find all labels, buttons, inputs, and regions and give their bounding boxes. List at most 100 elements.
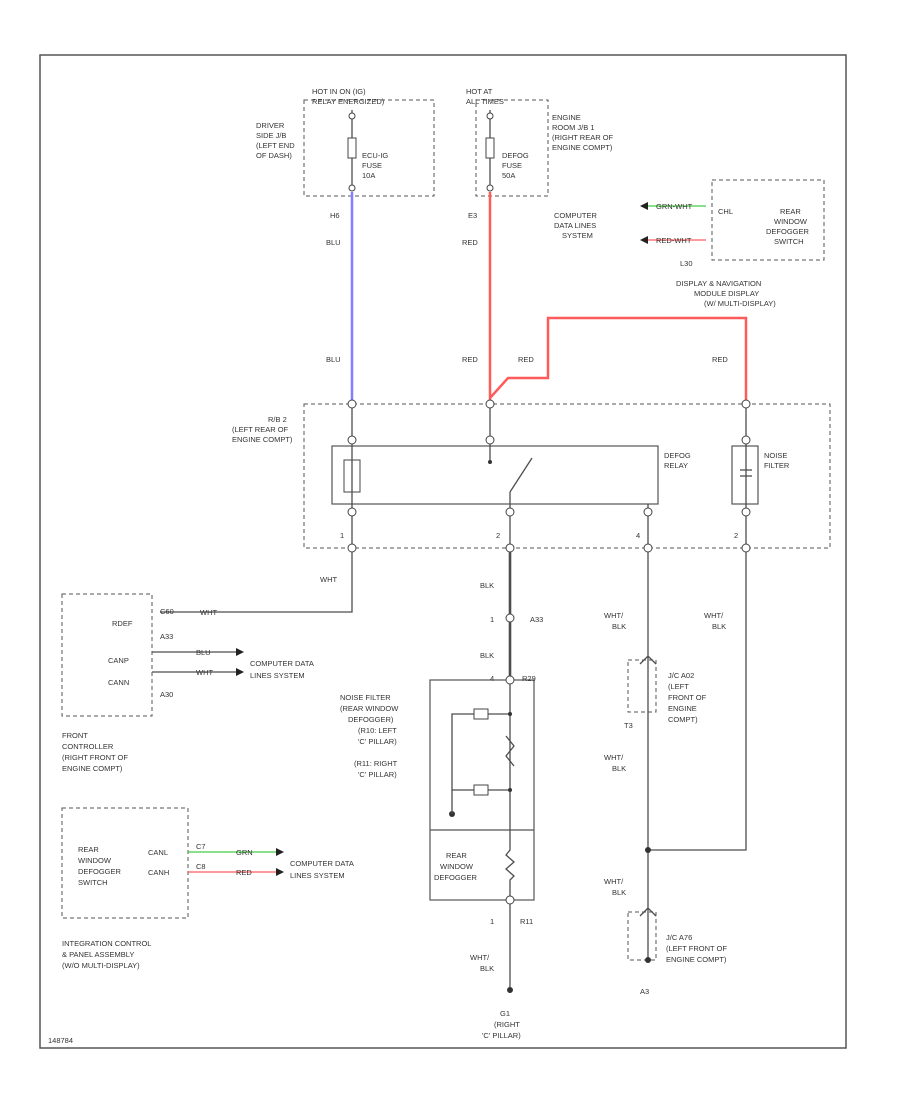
red-branch-wire xyxy=(489,316,748,404)
relay-pin-1: 1 xyxy=(340,531,344,540)
front-controller-conn-c60: C60 xyxy=(160,607,174,616)
red-right-label: RED xyxy=(712,355,728,364)
noise-filter-rear-line-5: 'C' PILLAR) xyxy=(358,737,397,746)
jc-a76-line-1: J/C A76 xyxy=(666,933,692,942)
whtblk-b-line-1: WHT/ xyxy=(604,611,624,620)
pin-r1-label: 1 xyxy=(490,917,494,926)
ground-g1-line-1: G1 xyxy=(500,1009,510,1018)
noise-filter-rear-line-4: (R10: LEFT xyxy=(358,726,397,735)
defogger-switch-top-line-2: WINDOW xyxy=(774,217,808,226)
display-module-line-1: DISPLAY & NAVIGATION xyxy=(676,279,761,288)
integration-control-line-3: (W/O MULTI-DISPLAY) xyxy=(62,961,140,970)
arrow-right-icon xyxy=(276,868,284,876)
driver-jb-box xyxy=(303,99,435,197)
arrow-right-icon xyxy=(236,668,244,676)
defog-fuse-symbol xyxy=(485,110,495,192)
jc-a76-line-2: (LEFT FRONT OF xyxy=(666,944,727,953)
engine-jb-line-3: (RIGHT REAR OF xyxy=(552,133,614,142)
ecu-fuse-line-2: FUSE xyxy=(362,161,382,170)
front-controller-wire-wht-2: WHT xyxy=(196,668,213,677)
defog-fuse-line-2: FUSE xyxy=(502,161,522,170)
noise-filter-rb-line-1: NOISE xyxy=(764,451,787,460)
front-controller-section: WHT RDEF CANP CANN C60 A33 A30 WHT BLU W… xyxy=(61,552,353,773)
driver-jb-line-3: (LEFT END xyxy=(256,141,295,150)
jc-a02-pin: T3 xyxy=(624,721,633,730)
power-section: HOT IN ON (IG) RELAY ENERGIZED) HOT AT A… xyxy=(256,87,614,197)
footer-code: 148784 xyxy=(48,1036,73,1045)
engine-jb-line-2: ROOM J/B 1 xyxy=(552,123,595,132)
front-controller-pin-rdef: RDEF xyxy=(112,619,133,628)
connector-r29: R29 xyxy=(522,674,536,683)
whtblk-e-line-2: BLK xyxy=(612,888,626,897)
whtblk-a-line-1: WHT/ xyxy=(470,953,490,962)
defogger-switch-data-line-2: LINES SYSTEM xyxy=(290,871,345,880)
driver-jb-line-4: OF DASH) xyxy=(256,151,292,160)
noise-filter-rear-line-2: (REAR WINDOW xyxy=(340,704,399,713)
jc-a02-line-3: FRONT OF xyxy=(668,693,707,702)
hot-at-sub-label: ALL TIMES xyxy=(466,97,504,106)
rb2-line-1: R/B 2 xyxy=(268,415,287,424)
blk-a-label: BLK xyxy=(480,581,494,590)
defogger-switch-top-line-3: DEFOGGER xyxy=(766,227,810,236)
defogger-switch-code: L30 xyxy=(680,259,693,268)
noise-filter-rear-line-7: 'C' PILLAR) xyxy=(358,770,397,779)
relay-pin-2: 2 xyxy=(496,531,500,540)
defog-fuse-line-1: DEFOG xyxy=(502,151,529,160)
feed-wires: H6 BLU BLU E3 RED RED RED RED xyxy=(326,192,748,404)
computer-data-top-line-2: DATA LINES xyxy=(554,221,596,230)
front-controller-name-4: ENGINE COMPT) xyxy=(62,764,123,773)
top-right-section: COMPUTER DATA LINES SYSTEM GRN-WHT RED-W… xyxy=(554,179,825,308)
defogger-switch-pin-canl: CANL xyxy=(148,848,168,857)
red-lower-label: RED xyxy=(462,355,478,364)
engine-jb-line-1: ENGINE xyxy=(552,113,581,122)
integration-control-line-1: INTEGRATION CONTROL xyxy=(62,939,151,948)
right-ground-section: WHT/ BLK WHT/ BLK J/C A02 (LEFT FRONT OF… xyxy=(604,552,747,996)
engine-jb-box xyxy=(475,99,549,197)
wht-rdef-wire xyxy=(160,552,353,613)
connector-r11: R11 xyxy=(520,917,533,926)
hot-ig-label: HOT IN ON (IG) xyxy=(312,87,366,96)
front-controller-name-1: FRONT xyxy=(62,731,88,740)
wht-label: WHT xyxy=(320,575,337,584)
rear-window-defogger-line-3: DEFOGGER xyxy=(434,873,478,882)
defogger-switch-box xyxy=(61,807,189,919)
defogger-switch-pin-canh: CANH xyxy=(148,868,169,877)
defog-fuse-line-3: 50A xyxy=(502,171,515,180)
whtblk-b-line-2: BLK xyxy=(612,622,626,631)
grn-wht-wire-label: GRN-WHT xyxy=(656,202,693,211)
defogger-switch-chl: CHL xyxy=(718,207,733,216)
diagram-frame xyxy=(39,54,847,1049)
red-wht-wire-label: RED-WHT xyxy=(656,236,692,245)
ground-g1-icon xyxy=(507,987,513,993)
front-controller-conn-a30: A30 xyxy=(160,690,173,699)
relay-pin-2-nf: 2 xyxy=(734,531,738,540)
jc-a02-line-5: COMPT) xyxy=(668,715,698,724)
driver-jb-line-1: DRIVER xyxy=(256,121,285,130)
arrow-left-icon xyxy=(640,202,648,210)
center-defogger-section: BLK 1 A33 BLK 4 R29 NOISE FILTER (REAR W… xyxy=(340,552,543,1040)
display-module-line-2: MODULE DISPLAY xyxy=(694,289,759,298)
jc-a76-pin: A3 xyxy=(640,987,649,996)
noise-filter-rear-line-3: DEFOGGER) xyxy=(348,715,394,724)
defogger-switch-wire-red: RED xyxy=(236,868,252,877)
ecu-fuse-symbol xyxy=(347,110,357,192)
integration-control-line-2: & PANEL ASSEMBLY xyxy=(62,950,134,959)
rb2-line-2: (LEFT REAR OF xyxy=(232,425,289,434)
relay-pin-4: 4 xyxy=(636,531,640,540)
front-controller-wire-wht: WHT xyxy=(200,608,217,617)
defogger-switch-line-2: WINDOW xyxy=(78,856,112,865)
defogger-switch-conn-c8: C8 xyxy=(196,862,206,871)
blu-upper-label: BLU xyxy=(326,238,341,247)
jc-a02-line-4: ENGINE xyxy=(668,704,697,713)
defogger-switch-top-line-4: SWITCH xyxy=(774,237,804,246)
jc-a02-line-1: J/C A02 xyxy=(668,671,694,680)
noise-filter-rb-line-2: FILTER xyxy=(764,461,790,470)
noise-filter-rear-line-1: NOISE FILTER xyxy=(340,693,391,702)
front-controller-pin-cann: CANN xyxy=(108,678,129,687)
defogger-switch-data-line-1: COMPUTER DATA xyxy=(290,859,354,868)
computer-data-top-line-1: COMPUTER xyxy=(554,211,598,220)
noise-filter-rear-line-6: (R11: RIGHT xyxy=(354,759,398,768)
computer-data-top-line-3: SYSTEM xyxy=(562,231,593,240)
hot-at-label: HOT AT xyxy=(466,87,493,96)
nf-ground-wire xyxy=(648,552,747,851)
